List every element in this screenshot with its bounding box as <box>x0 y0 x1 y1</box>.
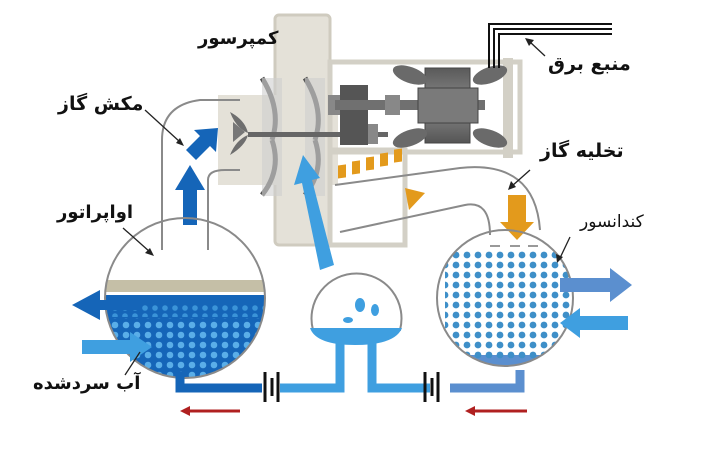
condenser-inlet-arrow <box>500 195 534 240</box>
power-cables <box>488 23 612 68</box>
condenser-water-in-arrow <box>560 308 628 338</box>
condenser <box>436 229 574 367</box>
flow-direction-arrows <box>180 406 527 416</box>
suction-gas-label: مکش گاز <box>58 93 144 115</box>
condenser-water-out-arrow <box>560 268 632 302</box>
evaporator-label: اواپراتور <box>57 202 134 223</box>
inlet-guide-vanes <box>230 112 248 155</box>
discharge-gas-arrow <box>338 148 425 210</box>
flash-economizer <box>310 272 403 345</box>
expansion-valve-1 <box>263 372 280 402</box>
liquid-lines <box>175 340 525 393</box>
suction-gas-arrows <box>175 128 218 225</box>
gas-discharge-label: تخلیه گاز <box>540 140 624 162</box>
flash-gas-arrow <box>294 155 334 270</box>
motor <box>392 65 508 148</box>
chilled-water-label: آب سردشده <box>33 373 141 394</box>
chilled-water-in-arrow <box>82 332 152 362</box>
expansion-valve-2 <box>423 372 440 402</box>
compressor-label: کمپرسور <box>198 28 279 49</box>
chilled-water-out-arrow <box>72 290 140 320</box>
compressor-shaft <box>248 132 388 137</box>
leader-arrows <box>122 38 571 376</box>
power-source-label: منبع برق <box>548 53 631 75</box>
gear-icon <box>340 85 368 145</box>
condenser-label: کندانسور <box>580 212 644 232</box>
